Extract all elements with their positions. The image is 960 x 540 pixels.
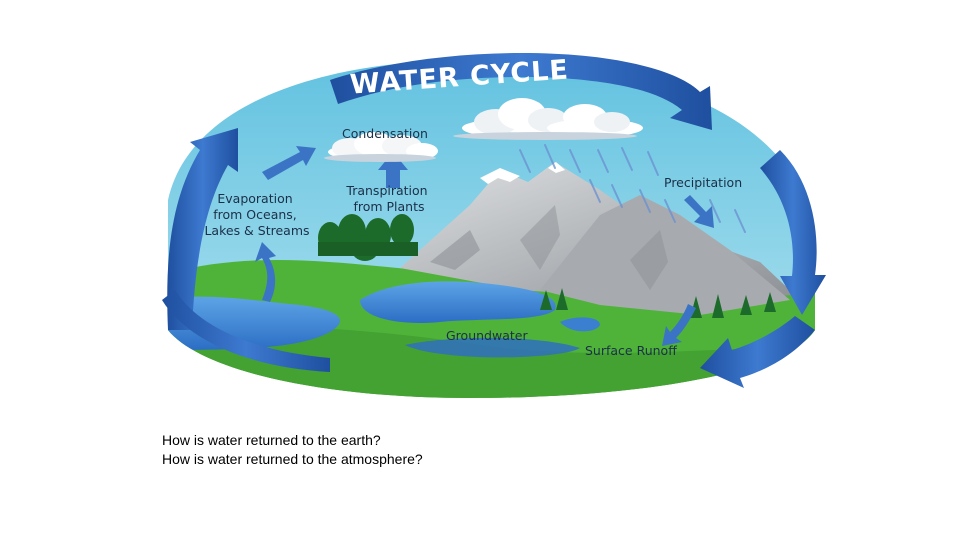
transpiration-label-line2: from Plants (353, 199, 424, 214)
condensation-label: Condensation (342, 126, 428, 141)
transpiration-label-line1: Transpiration (345, 183, 427, 198)
groundwater-label: Groundwater (446, 328, 528, 343)
evaporation-label-line1: Evaporation (217, 191, 292, 206)
caption: How is water returned to the earth? How … (162, 431, 423, 469)
transpiration-label: Transpiration from Plants (345, 183, 431, 214)
question-atmosphere: How is water returned to the atmosphere? (162, 450, 423, 469)
evaporation-label-line3: Lakes & Streams (204, 223, 309, 238)
surface-runoff-label: Surface Runoff (585, 343, 677, 358)
evaporation-label: Evaporation from Oceans, Lakes & Streams (204, 191, 309, 238)
question-earth: How is water returned to the earth? (162, 431, 423, 450)
evaporation-label-line2: from Oceans, (213, 207, 297, 222)
precipitation-label: Precipitation (664, 175, 742, 190)
